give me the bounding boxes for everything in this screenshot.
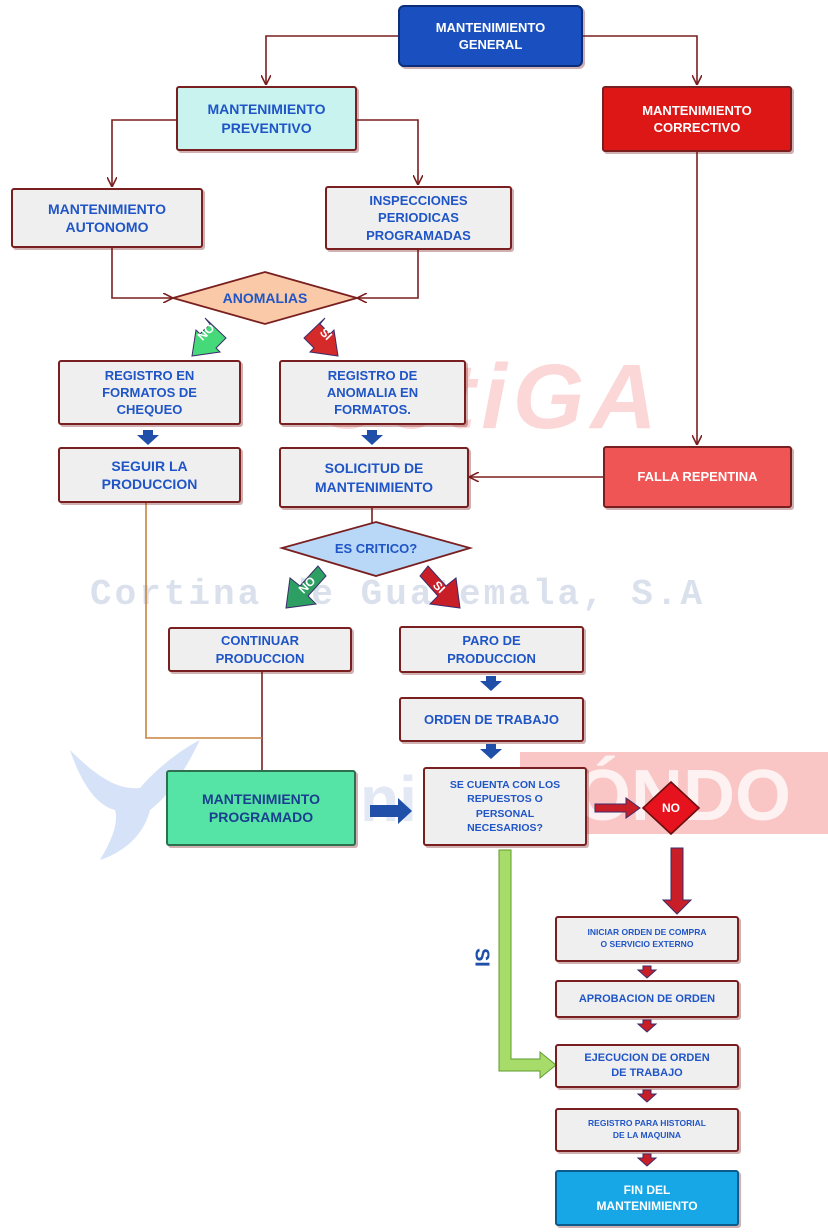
repuestos-si-label: SI: [470, 948, 493, 967]
watermark-middle: ni: [360, 763, 417, 835]
es-critico-decision: ES CRITICO?: [334, 540, 418, 556]
no-diamond-shape: [641, 780, 701, 836]
anomalias-decision: ANOMALIAS: [222, 290, 308, 306]
anomalias-diamond-shape: [169, 271, 361, 325]
orden-trabajo-node: ORDEN DE TRABAJO: [399, 697, 584, 742]
aprobacion-orden-node: APROBACION DE ORDEN: [555, 980, 739, 1018]
critico-diamond-shape: [278, 521, 474, 577]
no-decision: NO: [662, 801, 680, 815]
falla-repentina-node: FALLA REPENTINA: [603, 446, 792, 508]
watermark-company: Cortina de Guatemala, S.A: [90, 574, 706, 615]
